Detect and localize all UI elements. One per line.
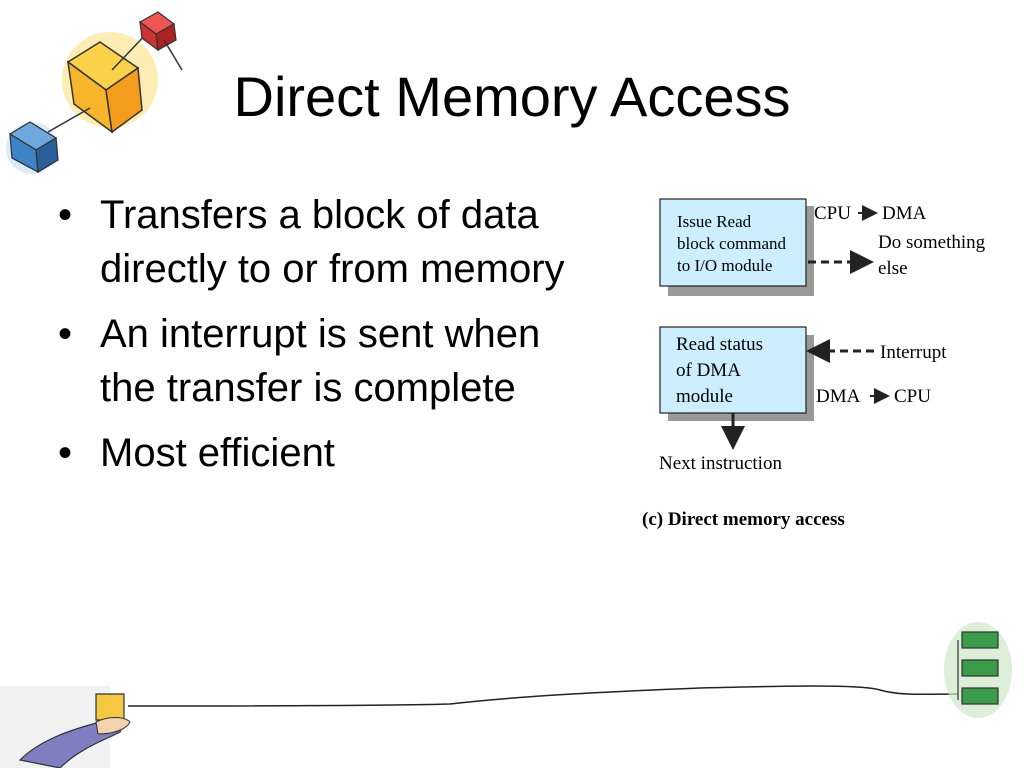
bullet-dot: • (58, 312, 73, 356)
next-instruction-label: Next instruction (659, 453, 782, 474)
do-something-line1: Do something (878, 232, 986, 253)
interrupt-label: Interrupt (880, 342, 947, 363)
read-status-box (659, 326, 807, 414)
bullet-list: • Transfers a block of data directly to … (54, 188, 644, 491)
bullet-item: • Most efficient (54, 426, 644, 480)
bullet-dot: • (58, 193, 73, 237)
issue-read-box (659, 198, 807, 287)
bullet-line-2: the transfer is complete (100, 366, 516, 410)
bullet-line-2: directly to or from memory (100, 247, 565, 291)
box2-line3: module (676, 386, 733, 407)
bullet-line-1: An interrupt is sent when (100, 312, 541, 356)
bullet-item: • Transfers a block of data directly to … (54, 188, 644, 296)
cpu-label-2: CPU (894, 386, 931, 407)
dma-label: DMA (882, 203, 927, 224)
cpu-label: CPU (814, 203, 851, 224)
do-something-line2: else (878, 258, 908, 279)
bullet-line-1: Most efficient (100, 431, 335, 475)
box1-line1: Issue Read (677, 212, 752, 231)
diagram-caption: (c) Direct memory access (642, 509, 845, 530)
slide-title: Direct Memory Access (233, 65, 791, 128)
box1-line3: to I/O module (677, 256, 772, 275)
box1-line2: block command (677, 234, 787, 253)
box2-line1: Read status (676, 334, 763, 355)
bullet-line-1: Transfers a block of data (100, 193, 539, 237)
box2-line2: of DMA (676, 360, 741, 381)
bullet-dot: • (58, 431, 73, 475)
dma-label-2: DMA (816, 386, 861, 407)
bullet-item: • An interrupt is sent when the transfer… (54, 307, 644, 415)
